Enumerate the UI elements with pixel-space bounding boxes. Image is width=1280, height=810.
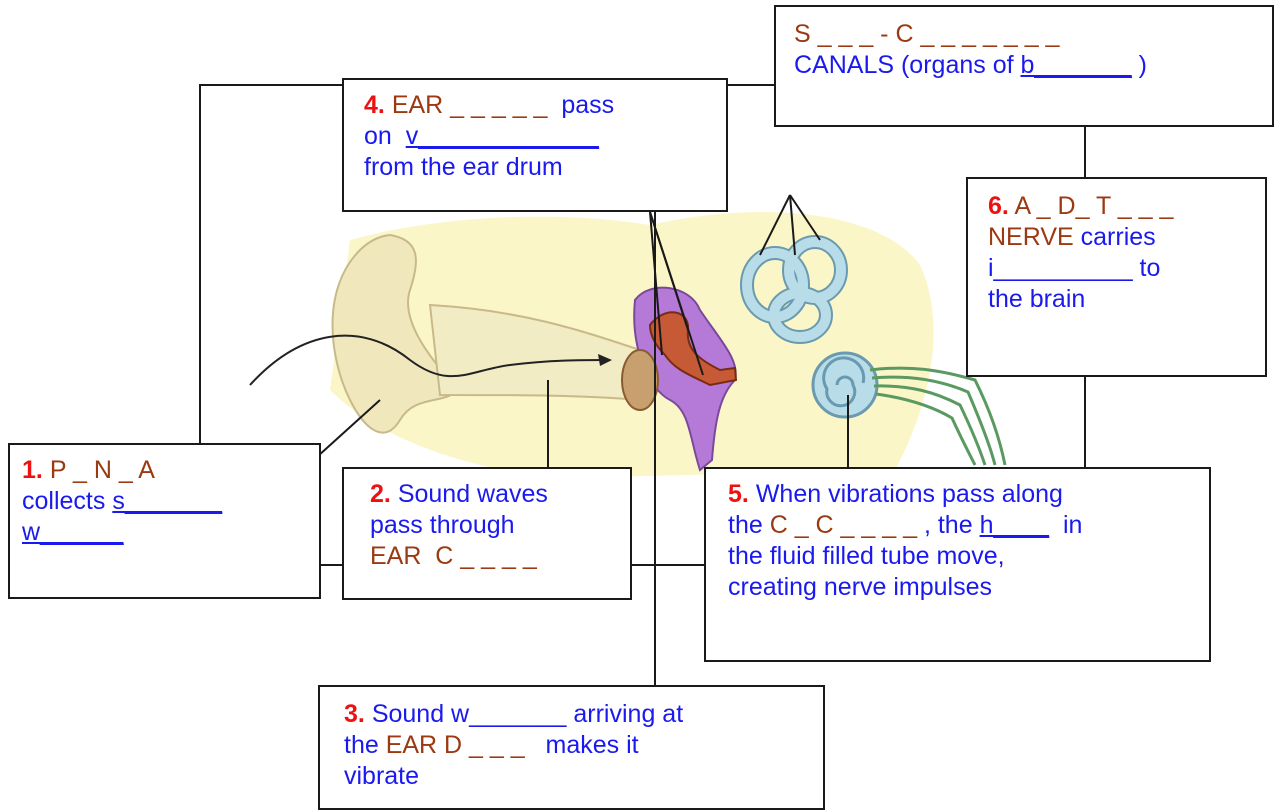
vibrations-blank: v_____________ xyxy=(406,122,599,150)
waves-blank: w______ xyxy=(22,518,123,546)
pinna-blank: P _ N _ A xyxy=(50,456,155,484)
ear-drum-blank: EAR D _ _ _ xyxy=(386,731,525,759)
box5-number: 5. xyxy=(728,480,749,508)
box2-line2: pass through xyxy=(370,511,515,539)
box3-line3: vibrate xyxy=(344,762,419,790)
label-box-5-cochlea: 5. When vibrations pass along the C _ C … xyxy=(704,467,1211,662)
box6-nerve: NERVE xyxy=(988,223,1074,251)
box3-makes: makes it xyxy=(525,731,639,759)
box5-in: in xyxy=(1049,511,1082,539)
box2-number: 2. xyxy=(370,480,391,508)
box6-carries: carries xyxy=(1074,223,1156,251)
cochlea xyxy=(813,353,877,417)
label-box-1-pinna: 1. P _ N _ A collects s_______ w______ xyxy=(8,443,321,599)
box5-line3: the fluid filled tube move, xyxy=(728,542,1005,570)
box1-number: 1. xyxy=(22,456,43,484)
box6-line4: the brain xyxy=(988,285,1085,313)
box6-line3: i__________ to xyxy=(988,254,1160,282)
box4-pass: pass xyxy=(547,91,614,119)
label-box-6-auditory-nerve: 6. A _ D_ T _ _ _ NERVE carries i_______… xyxy=(966,177,1267,377)
box3-line1: Sound w_______ arriving at xyxy=(372,700,683,728)
ear-bones-blank: EAR _ _ _ _ _ xyxy=(392,91,548,119)
box2-line1: Sound waves xyxy=(398,480,548,508)
box4-line3: from the ear drum xyxy=(364,153,563,181)
box4-number: 4. xyxy=(364,91,385,119)
semicircular-close: ) xyxy=(1132,51,1147,79)
label-box-semicircular-canals: S _ _ _ - C _ _ _ _ _ _ _ CANALS (organs… xyxy=(774,5,1274,127)
box5-the: the xyxy=(728,511,770,539)
box5-line1: When vibrations pass along xyxy=(756,480,1063,508)
box3-number: 3. xyxy=(344,700,365,728)
label-box-4-ear-bones: 4. EAR _ _ _ _ _ pass on v_____________ … xyxy=(342,78,728,212)
ear-drum xyxy=(622,350,658,410)
box4-on: on xyxy=(364,122,406,150)
label-box-2-ear-canal: 2. Sound waves pass through EAR C _ _ _ … xyxy=(342,467,632,600)
box5-comma: , the xyxy=(917,511,980,539)
label-box-3-ear-drum: 3. Sound w_______ arriving at the EAR D … xyxy=(318,685,825,810)
box3-the: the xyxy=(344,731,386,759)
box5-line4: creating nerve impulses xyxy=(728,573,992,601)
box1-collects: collects xyxy=(22,487,112,515)
sound-blank: s_______ xyxy=(112,487,222,515)
box6-number: 6. xyxy=(988,192,1009,220)
semicircular-canals-text: CANALS (organs of xyxy=(794,51,1021,79)
cochlea-blank: C _ C _ _ _ _ xyxy=(770,511,917,539)
auditory-blank: A _ D_ T _ _ _ xyxy=(1014,192,1173,220)
hairs-blank: h____ xyxy=(980,511,1050,539)
ear-canal-blank: EAR C _ _ _ _ xyxy=(370,542,537,570)
semicircular-title: S _ _ _ - C _ _ _ _ _ _ _ xyxy=(794,20,1059,48)
balance-blank: b_______ xyxy=(1021,51,1132,79)
